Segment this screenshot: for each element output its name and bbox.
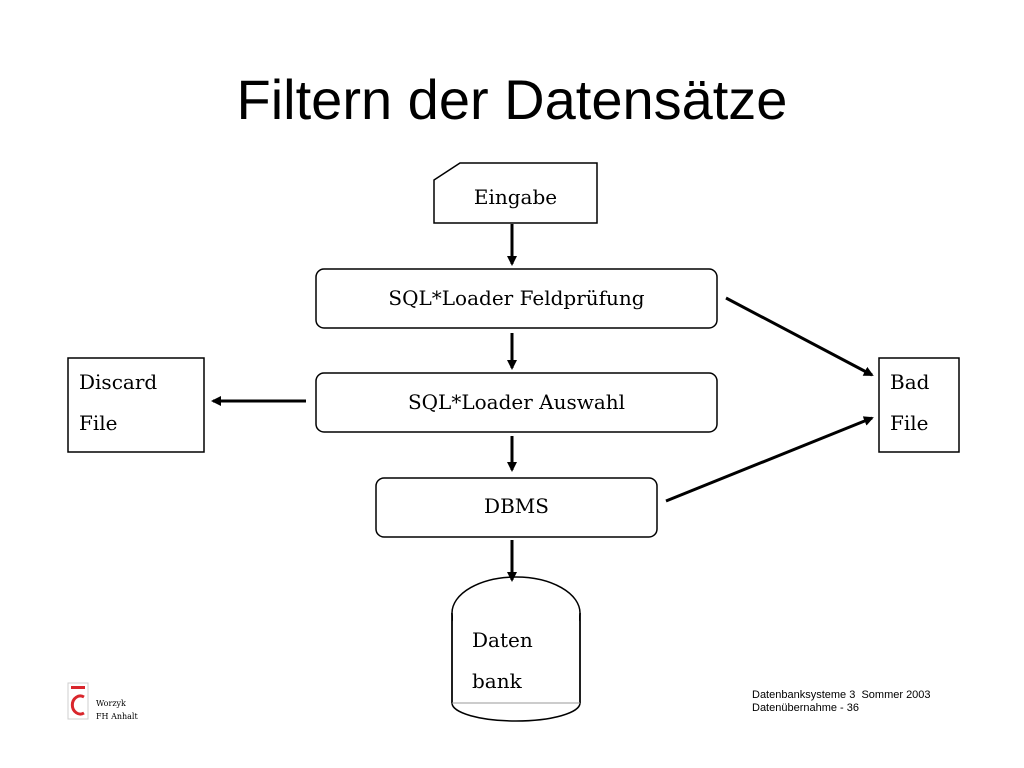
input-card-shape — [433, 162, 598, 224]
footer-topic: Datenübernahme - 36 — [752, 702, 860, 714]
discard-file-label-line1: Discard — [79, 370, 158, 394]
database-label-line2: bank — [472, 669, 522, 693]
database-cylinder — [451, 576, 581, 722]
arrow-dbms-to-bad — [665, 416, 874, 503]
selection-process-box — [315, 372, 718, 433]
footer-author: Worzyk — [96, 699, 126, 708]
field-check-process-box — [315, 268, 718, 329]
bad-file-label-line1: Bad — [890, 370, 930, 394]
input-label: Eingabe — [473, 185, 558, 209]
bad-file-box — [878, 357, 960, 453]
dbms-process-box — [375, 477, 658, 538]
database-label-line1: Daten — [472, 628, 533, 652]
footer-author-block: Worzyk FH Anhalt — [96, 697, 138, 723]
footer-course-block: Datenbanksysteme 3 Sommer 2003 Datenüber… — [752, 689, 931, 715]
bad-file-label-line2: File — [890, 411, 929, 435]
discard-file-label-line2: File — [79, 411, 118, 435]
footer-institution: FH Anhalt — [96, 712, 138, 721]
slide-title: Filtern der Datensätze — [236, 68, 788, 131]
field-check-label: SQL*Loader Feldprüfung — [388, 286, 645, 310]
discard-file-box — [67, 357, 205, 453]
selection-label: SQL*Loader Auswahl — [407, 390, 626, 414]
fh-anhalt-logo-icon — [67, 682, 89, 720]
footer-course: Datenbanksysteme 3 Sommer 2003 — [752, 689, 931, 701]
dbms-label: DBMS — [484, 494, 549, 518]
arrow-field-check-to-bad — [725, 296, 874, 377]
